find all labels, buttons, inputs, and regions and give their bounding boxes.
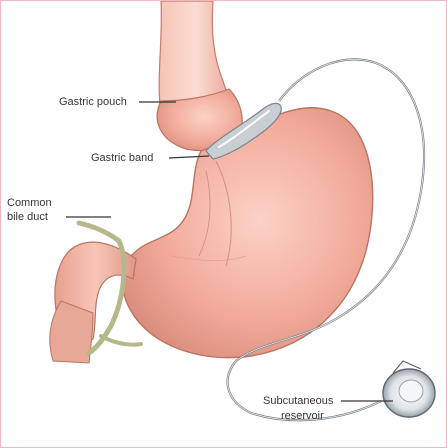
label-gastric-band: Gastric band: [91, 152, 153, 164]
label-subcutaneous-reservoir-1: Subcutaneous: [263, 395, 334, 407]
label-common-bile-duct-2: bile duct: [7, 211, 48, 223]
label-common-bile-duct-1: Common: [7, 197, 52, 209]
label-gastric-pouch: Gastric pouch: [59, 96, 127, 108]
label-subcutaneous-reservoir-2: reservoir: [281, 410, 324, 422]
duodenum-lower: [50, 301, 93, 363]
subcutaneous-reservoir: [383, 361, 435, 417]
bile-duct-branch: [101, 336, 141, 345]
